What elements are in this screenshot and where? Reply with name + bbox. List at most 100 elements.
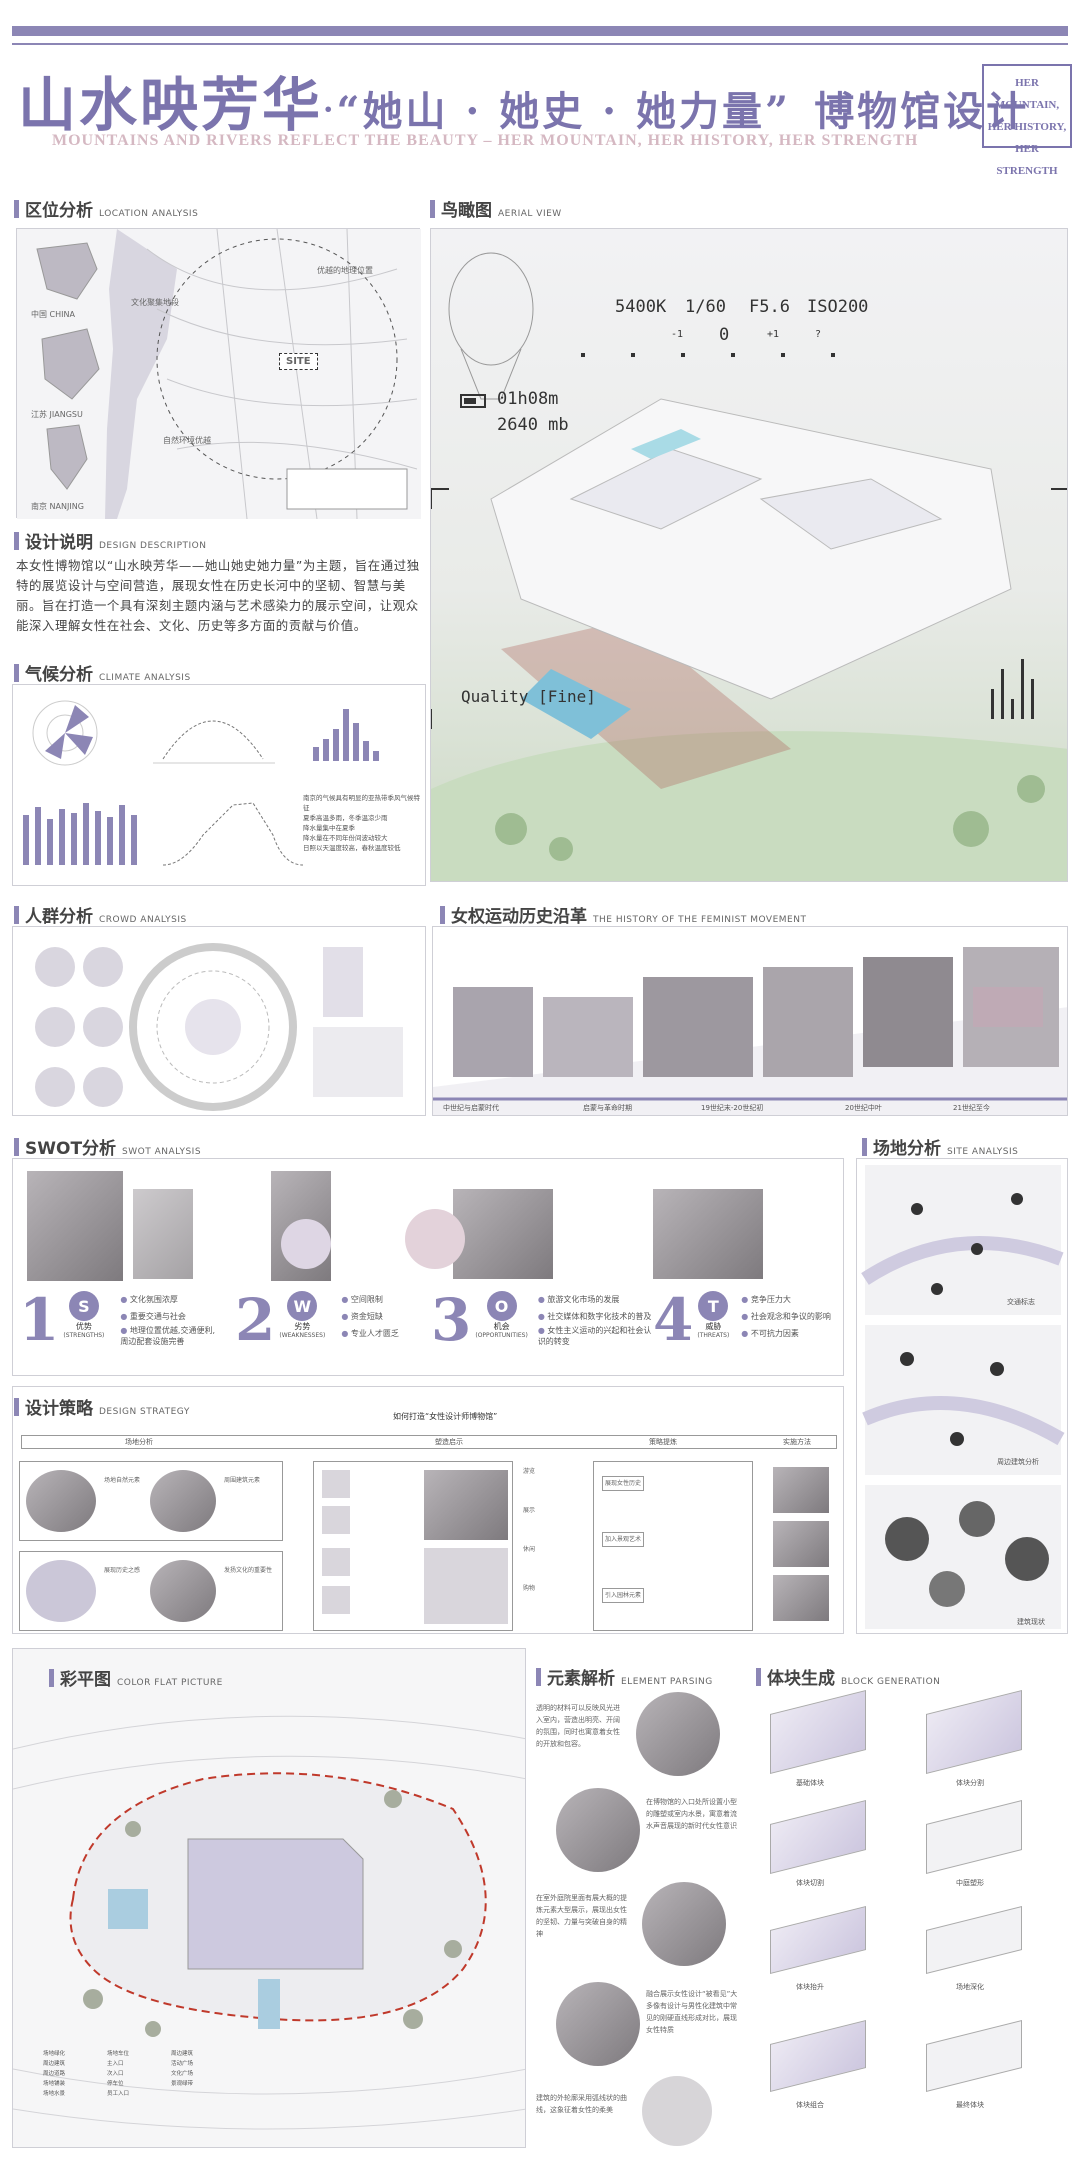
flat-legend-11: 周边建筑 — [171, 2051, 194, 2057]
swot-w-point-2: 资金短缺 — [341, 1308, 399, 1325]
swot-photo-4 — [453, 1189, 553, 1279]
swot-o-num: 3 — [431, 1286, 472, 1354]
site-label-1: 交通标志 — [1007, 1298, 1035, 1306]
title-dot: · — [323, 92, 337, 128]
strategy-center — [313, 1461, 513, 1631]
swot-w-point-3: 专业人才匮乏 — [341, 1325, 399, 1342]
element-photo-3 — [642, 1882, 726, 1966]
header-bar — [14, 905, 19, 924]
swot-circle-3 — [405, 1209, 465, 1269]
top-thin-rule — [12, 43, 1068, 45]
header-cn: 设计策略 — [25, 1399, 93, 1419]
strategy-icon — [322, 1506, 350, 1534]
block-2 — [926, 1690, 1022, 1774]
swot-t-point-3: 不可抗力因素 — [741, 1325, 831, 1342]
flat-legend-12: 活动广场 — [171, 2061, 194, 2067]
header-en: COLOR FLAT PICTURE — [117, 1678, 223, 1688]
header-bar — [440, 905, 445, 924]
swot-t-badge: T 威胁 (THREATS) — [697, 1291, 729, 1339]
flat-legend-6: 场地车位 — [107, 2051, 130, 2057]
header-cn: 女权运动历史沿革 — [451, 907, 587, 927]
block-panel: 基础体块 体块分割 体块切割 中庭塑形 体块抬升 场地深化 体块组合 最终体块 — [756, 1690, 1068, 2148]
crowd-panel — [12, 926, 426, 1116]
design-description: 本女性博物馆以“山水映芳华——她山她史她力量”为主题，旨在通过独特的展览设计与空… — [16, 558, 420, 633]
swot-header: SWOT分析 SWOT ANALYSIS — [14, 1134, 201, 1159]
camera-shutter: 1/60 — [685, 297, 726, 317]
strategy-photo — [424, 1470, 508, 1540]
strategy-tab-1: 场地分析 — [125, 1438, 153, 1446]
climate-line-1: 南京的气候具有明显的亚热带季风气候特征 — [303, 794, 420, 812]
camera-iso: ISO200 — [807, 297, 869, 317]
her-badge: HER MOUNTAIN, HER HISTORY, HER STRENGTH — [982, 64, 1072, 177]
block-5 — [770, 1906, 866, 1974]
header-cn: 气候分析 — [25, 665, 93, 685]
strategy-row-2: 展现历史之感 发扬文化的重要性 — [19, 1551, 283, 1631]
timeline-3: 19世纪末-20世纪初 — [701, 1104, 764, 1112]
climate-line-3: 降水量集中在夏季 — [303, 824, 355, 832]
ev-plus: +1 — [767, 329, 780, 340]
swot-s-points: 文化氛围浓厚 重要交通与社会 地理位置优越,交通便利,周边配套设施完善 — [120, 1291, 220, 1347]
header-bar — [862, 1137, 867, 1156]
flat-legend-13: 文化广场 — [171, 2071, 194, 2077]
site-marker: SITE — [279, 353, 318, 370]
note-nature: 自然环境优越 — [163, 436, 211, 445]
swot-o-en: (OPPORTUNITIES) — [475, 1332, 528, 1339]
swot-t-en: (THREATS) — [697, 1332, 730, 1339]
swot-s: 1 S 优势 (STRENGTHS) 文化氛围浓厚 重要交通与社会 地理位置优越… — [19, 1291, 220, 1349]
flat-header: 彩平图 COLOR FLAT PICTURE — [49, 1665, 223, 1690]
swot-w-en: (WEAKNESSES) — [279, 1332, 326, 1339]
swot-t-points: 竞争压力大 社会观念和争议的影响 不可抗力因素 — [741, 1291, 831, 1342]
design-desc-header: 设计说明 DESIGN DESCRIPTION — [14, 528, 206, 553]
timeline-2: 启蒙与革命时期 — [583, 1104, 632, 1112]
swot-photo-2 — [133, 1189, 193, 1279]
swot-s-point-3: 地理位置优越,交通便利,周边配套设施完善 — [120, 1325, 220, 1347]
swot-t-letter: T — [698, 1291, 729, 1321]
strategy-icon — [322, 1586, 350, 1614]
flat-legend-2: 周边建筑 — [43, 2061, 66, 2067]
strategy-tab-bar — [21, 1435, 837, 1449]
block-label-7: 体块组合 — [796, 2101, 824, 2109]
swot-o-cn: 机会 — [493, 1322, 510, 1331]
swot-o-letter: O — [486, 1291, 517, 1321]
header-en: CLIMATE ANALYSIS — [99, 673, 191, 683]
strategy-tab-3: 策略提炼 — [649, 1438, 677, 1446]
element-photo-2 — [556, 1788, 640, 1872]
swot-w-letter: W — [287, 1291, 318, 1321]
label-china-cn: 中国 — [31, 310, 47, 319]
swot-t: 4 T 威胁 (THREATS) 竞争压力大 社会观念和争议的影响 不可抗力因素 — [653, 1291, 831, 1349]
location-map: SITE 文化聚集地段 优越的地理位置 自然环境优越 中国 CHINA 江苏 J… — [16, 228, 421, 520]
strategy-panel: 如何打造“女性设计师博物馆” 场地分析 塑造启示 策略提炼 实施方法 场地自然元… — [12, 1386, 844, 1634]
swot-o-points: 旅游文化市场的发展 社交媒体和数字化技术的普及 女性主义运动的兴起和社会认识的转… — [538, 1291, 658, 1347]
block-8 — [926, 2020, 1022, 2092]
ev-q: ? — [815, 329, 822, 340]
climate-header: 气候分析 CLIMATE ANALYSIS — [14, 660, 191, 685]
swot-circle-2 — [281, 1219, 331, 1269]
swot-w-cn: 劣势 — [294, 1322, 311, 1331]
flat-graphic — [13, 1715, 525, 2130]
strategy-photo — [26, 1560, 96, 1622]
header-bar — [536, 1667, 541, 1686]
block-7 — [770, 2020, 866, 2092]
swot-w: 2 W 劣势 (WEAKNESSES) 空间限制 资金短缺 专业人才匮乏 — [235, 1291, 399, 1349]
header-en: BLOCK GENERATION — [841, 1677, 941, 1687]
element-photo-1 — [636, 1692, 720, 1776]
note-location: 优越的地理位置 — [317, 266, 373, 275]
strategy-row-1: 场地自然元素 周围建筑元素 — [19, 1461, 283, 1541]
timeline-5: 21世纪至今 — [953, 1104, 990, 1112]
strategy-mid-2: 加入景观艺术 — [602, 1532, 645, 1547]
header-bar — [14, 531, 19, 550]
poster-subtitle: MOUNTAINS AND RIVERS REFLECT THE BEAUTY … — [52, 132, 919, 149]
site-panel: 交通标志 周边建筑分析 建筑现状 — [856, 1158, 1068, 1634]
crowd-header: 人群分析 CROWD ANALYSIS — [14, 902, 187, 927]
ev-zero: 0 — [719, 325, 730, 345]
header-bar — [14, 1397, 19, 1416]
strategy-question: 如何打造“女性设计师博物馆” — [393, 1412, 498, 1421]
header-en: DESIGN STRATEGY — [99, 1407, 190, 1417]
top-rule — [12, 26, 1068, 36]
element-text-5: 建筑的外轮廓采用弧线状的曲线，这象征着女性的柔美 — [536, 2094, 627, 2114]
header-en: SITE ANALYSIS — [947, 1147, 1019, 1157]
label-jiangsu: 江苏 JIANGSU — [31, 409, 83, 420]
element-photo-5 — [642, 2076, 712, 2146]
strategy-row-1-label: 场地自然元素 — [104, 1477, 141, 1484]
swot-t-point-1: 竞争压力大 — [741, 1291, 831, 1308]
